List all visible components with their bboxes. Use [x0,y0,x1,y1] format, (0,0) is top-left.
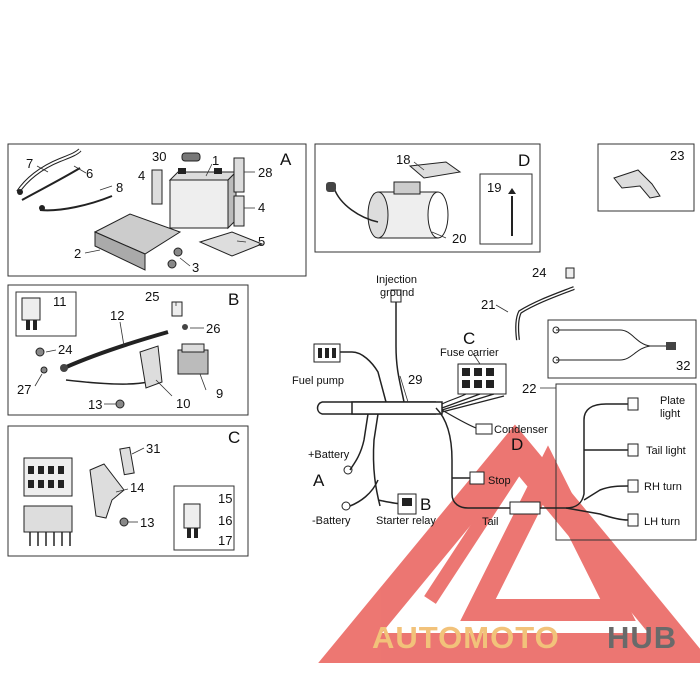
part-30: 30 [152,149,166,164]
part-24: 24 [58,342,72,357]
part-13: 13 [88,397,102,412]
part-12: 12 [110,308,124,323]
part-19: 19 [487,180,501,195]
part-3: 3 [192,260,199,275]
part-26: 26 [206,321,220,336]
part-23: 23 [670,148,684,163]
label-stop: Stop [488,475,511,487]
part-4a: 4 [138,168,145,183]
part-14: 14 [130,480,144,495]
part-21-cable: 24 21 [481,265,575,341]
label-condenser: Condenser [494,424,548,436]
watermark-text: AUTOMOTO HUB [372,620,677,655]
part-18: 18 [396,152,410,167]
part-8: 8 [116,180,123,195]
label-plate-light-1: Plate [660,395,685,407]
label-lh-turn: LH turn [644,516,680,528]
watermark-logo [318,424,700,663]
panel-letter: B [228,290,239,309]
part-32: 32 [676,358,690,373]
label-injection-ground-2: ground [380,287,414,299]
panel-letter: D [518,151,530,170]
part-21: 21 [481,297,495,312]
part-31: 31 [146,441,160,456]
label-plate-light-2: light [660,408,680,420]
part-10: 10 [176,396,190,411]
panel-cables: B 11 25 26 12 [7,284,249,416]
label-starter-relay: Starter relay [376,515,436,527]
part-15: 15 [218,491,232,506]
panel-clip: 23 [597,143,695,212]
part-27: 27 [17,382,31,397]
label-fuel-pump: Fuel pump [292,375,344,387]
panel-letter: A [280,150,292,169]
label-rh-turn: RH turn [644,481,682,493]
part-4b: 4 [258,200,265,215]
part-5: 5 [258,234,265,249]
panel-tank: D 18 19 20 [314,143,541,253]
part-2: 2 [74,246,81,261]
part-25: 25 [145,289,159,304]
part-11: 11 [53,294,67,309]
panel-battery: A [7,143,307,277]
panel-taillight-harness: 32 [547,319,697,379]
watermark-part1: AUTOMOTO [372,620,560,655]
part-6: 6 [86,166,93,181]
part-9: 9 [216,386,223,401]
part-17: 17 [218,533,232,548]
main-harness: 22 [292,274,697,541]
part-13: 13 [140,515,154,530]
part-20: 20 [452,231,466,246]
letter-d: D [511,435,523,454]
watermark-part2: HUB [607,620,677,655]
part-29: 29 [408,372,422,387]
label-fuse-carrier: Fuse carrier [440,347,499,359]
letter-b: B [420,495,431,514]
part-22: 22 [522,381,536,396]
label-plus-battery: +Battery [308,449,350,461]
part-16: 16 [218,513,232,528]
letter-c: C [463,329,475,348]
panel-fuses: C 31 14 13 15 16 17 [7,425,249,557]
panel-letter: C [228,428,240,447]
part-28: 28 [258,165,272,180]
label-tail: Tail [482,516,499,528]
part-7: 7 [26,156,33,171]
label-tail-light: Tail light [646,445,686,457]
label-minus-battery: -Battery [312,515,351,527]
letter-a: A [313,471,325,490]
part-24-top: 24 [532,265,546,280]
label-injection-ground-1: Injection [376,274,417,286]
part-1: 1 [212,153,219,168]
